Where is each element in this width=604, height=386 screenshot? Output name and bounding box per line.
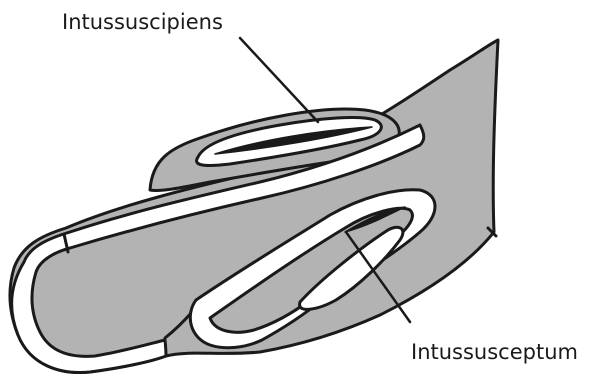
intussusceptum-label: Intussusceptum (411, 342, 578, 363)
leader-line-intussuscipiens (240, 38, 318, 122)
intussuscipiens-label: Intussuscipiens (62, 12, 223, 33)
